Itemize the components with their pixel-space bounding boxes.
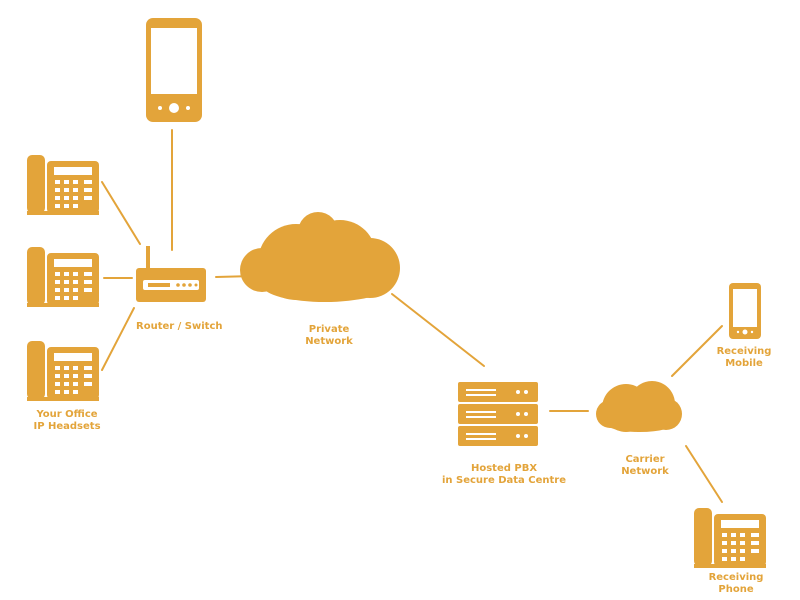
carrier-network-line-2: Network xyxy=(621,466,669,477)
desk-phone-icon xyxy=(27,341,99,401)
receiving-phone-label: Receiving Phone xyxy=(702,572,770,596)
link-carrier-phone xyxy=(685,445,723,503)
desk-phone-icon xyxy=(694,508,766,568)
smartphone-icon xyxy=(729,283,761,339)
cloud-icon xyxy=(596,381,682,432)
office-line-2: IP Headsets xyxy=(33,421,101,432)
link-phone1-router xyxy=(101,181,141,245)
cloud-icon xyxy=(240,212,400,302)
router-icon xyxy=(136,246,206,302)
desk-phone-icon xyxy=(27,247,99,307)
hosted-pbx-label: Hosted PBX in Secure Data Centre xyxy=(434,463,574,487)
receiving-mobile-label: Receiving Mobile xyxy=(712,346,776,370)
receiving-mobile-line-2: Mobile xyxy=(725,358,763,369)
link-carrier-mobile xyxy=(671,325,723,377)
office-label: Your Office IP Headsets xyxy=(30,409,104,433)
office-line-1: Your Office xyxy=(36,409,98,420)
receiving-phone-line-2: Phone xyxy=(718,584,754,595)
connection-lines xyxy=(101,129,723,503)
link-cloud-server xyxy=(391,293,485,367)
server-rack-icon xyxy=(458,382,538,446)
carrier-network-label: Carrier Network xyxy=(616,454,674,478)
desk-phone-icon xyxy=(27,155,99,215)
hosted-pbx-line-1: Hosted PBX xyxy=(470,463,538,474)
private-network-label: Private Network xyxy=(302,324,356,348)
router-label: Router / Switch xyxy=(136,321,223,333)
private-network-line-2: Network xyxy=(305,336,353,347)
private-network-line-1: Private xyxy=(308,324,350,335)
hosted-pbx-line-2: in Secure Data Centre xyxy=(441,475,567,486)
receiving-phone-line-1: Receiving xyxy=(708,572,764,583)
smartphone-icon xyxy=(146,18,202,122)
carrier-network-line-1: Carrier xyxy=(625,454,665,465)
link-phone3-router xyxy=(101,307,135,371)
router-label-text: Router / Switch xyxy=(136,321,223,332)
receiving-mobile-line-1: Receiving xyxy=(716,346,772,357)
